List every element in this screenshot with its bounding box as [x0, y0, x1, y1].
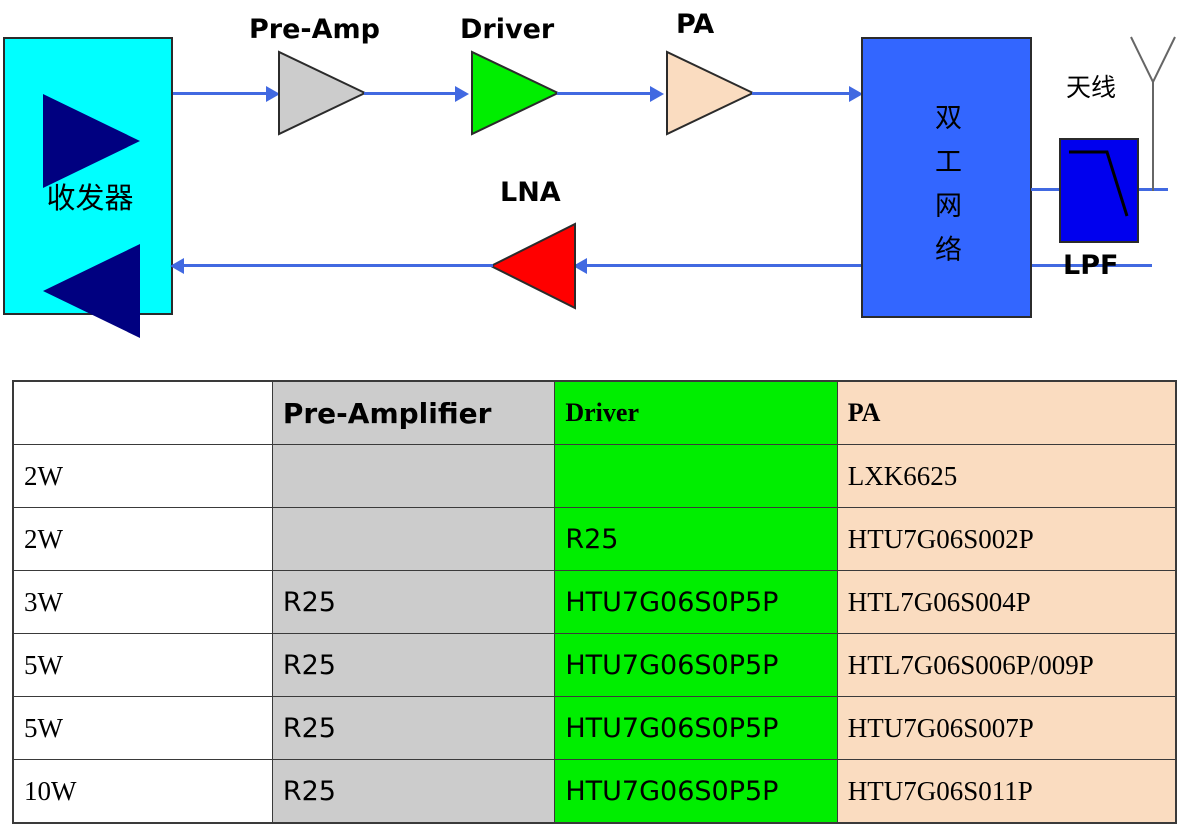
cell-driver: HTU7G06S0P5P — [554, 696, 838, 760]
pre-amp-symbol — [278, 50, 367, 136]
antenna-icon — [1130, 36, 1176, 191]
wire-transceiver-to-preamp — [173, 92, 275, 95]
cell-power: 5W — [12, 696, 273, 760]
table-row: 5W R25 HTU7G06S0P5P HTL7G06S006P/009P — [12, 633, 1177, 697]
rf-block-diagram: 收发器 双工网络 — [0, 0, 1177, 360]
cell-pre-amplifier: R25 — [271, 759, 556, 824]
wire-pa-to-duplexer — [752, 92, 858, 95]
driver-symbol — [471, 50, 560, 136]
lna-label: LNA — [500, 177, 561, 208]
transceiver-block: 收发器 — [3, 37, 173, 338]
pa-symbol — [666, 50, 755, 136]
transceiver-label: 收发器 — [46, 181, 134, 215]
cell-driver: HTU7G06S0P5P — [554, 759, 838, 824]
header-power — [12, 380, 273, 445]
cell-pre-amplifier: R25 — [271, 570, 556, 634]
cell-pa: HTU7G06S011P — [836, 759, 1177, 824]
cell-pa: HTL7G06S006P/009P — [836, 633, 1177, 697]
cell-power: 3W — [12, 570, 273, 634]
driver-label: Driver — [460, 14, 555, 45]
cell-pa: HTL7G06S004P — [836, 570, 1177, 634]
cell-driver: HTU7G06S0P5P — [554, 633, 838, 697]
antenna-label: 天线 — [1066, 73, 1117, 102]
header-pre-amplifier: Pre-Amplifier — [271, 380, 556, 445]
cell-pre-amplifier — [271, 507, 556, 571]
cell-pa: HTU7G06S002P — [836, 507, 1177, 571]
wire-preamp-to-driver — [364, 92, 462, 95]
wire-driver-to-pa — [557, 92, 657, 95]
amplifier-lineup-table: Pre-Amplifier Driver PA 2W LXK6625 2W R2… — [12, 380, 1177, 824]
header-pa: PA — [836, 380, 1177, 445]
duplexer-label: 双工网络 — [935, 103, 962, 266]
cell-power: 2W — [12, 507, 273, 571]
pre-amp-label: Pre-Amp — [249, 14, 380, 45]
lpf-label: LPF — [1063, 250, 1119, 281]
wire-rx-segment — [573, 264, 863, 267]
arrowhead-to-preamp — [266, 86, 280, 102]
arrowhead-to-duplexer — [849, 86, 863, 102]
cell-driver — [554, 444, 838, 508]
cell-pre-amplifier — [271, 444, 556, 508]
cell-pa: LXK6625 — [836, 444, 1177, 508]
table-row: 2W LXK6625 — [12, 444, 1177, 508]
wire-duplexer-to-lpf — [1031, 188, 1063, 191]
wire-lna-to-transceiver — [173, 264, 493, 267]
cell-pa: HTU7G06S007P — [836, 696, 1177, 760]
header-driver: Driver — [554, 380, 838, 445]
table-row: 5W R25 HTU7G06S0P5P HTU7G06S007P — [12, 696, 1177, 760]
receive-triangle-icon — [43, 244, 140, 338]
lpf-block — [1059, 138, 1139, 243]
table-row: 10W R25 HTU7G06S0P5P HTU7G06S011P — [12, 759, 1177, 824]
table-row: 2W R25 HTU7G06S002P — [12, 507, 1177, 571]
table-header-row: Pre-Amplifier Driver PA — [12, 380, 1177, 445]
duplexer-network-block: 双工网络 — [861, 37, 1032, 318]
arrowhead-to-driver — [455, 86, 469, 102]
cell-driver: R25 — [554, 507, 838, 571]
cell-driver: HTU7G06S0P5P — [554, 570, 838, 634]
table-body: 2W LXK6625 2W R25 HTU7G06S002P 3W R25 HT… — [12, 444, 1177, 824]
lowpass-response-curve-icon — [1069, 150, 1129, 217]
transmit-triangle-icon — [43, 94, 140, 188]
cell-power: 10W — [12, 759, 273, 824]
cell-power: 2W — [12, 444, 273, 508]
cell-pre-amplifier: R25 — [271, 633, 556, 697]
arrowhead-to-transceiver — [170, 258, 184, 274]
table-row: 3W R25 HTU7G06S0P5P HTL7G06S004P — [12, 570, 1177, 634]
arrowhead-to-pa — [650, 86, 664, 102]
pa-label: PA — [676, 9, 715, 40]
lna-symbol — [489, 222, 576, 310]
table-header: Pre-Amplifier Driver PA — [12, 380, 1177, 445]
cell-pre-amplifier: R25 — [271, 696, 556, 760]
cell-power: 5W — [12, 633, 273, 697]
